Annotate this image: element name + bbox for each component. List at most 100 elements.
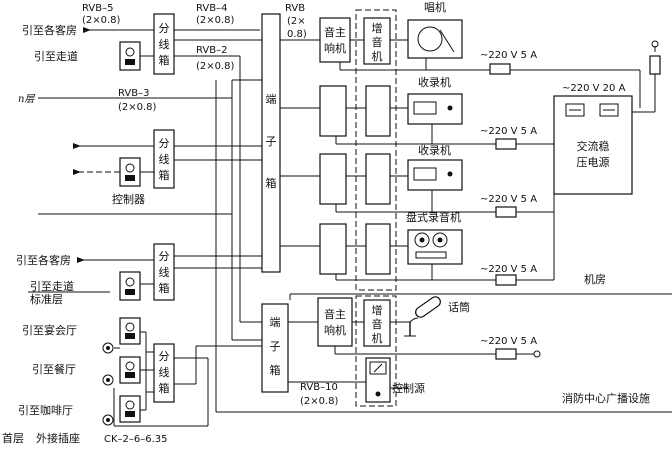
terminal-box-upper xyxy=(261,13,281,273)
dist-box-std-char-1: 分 xyxy=(159,250,170,263)
cassette-radio-icon xyxy=(407,93,463,125)
label-to-cafe: 引至咖啡厅 xyxy=(18,403,73,417)
main-amp-top-l2: 响机 xyxy=(324,41,346,55)
plug-icon xyxy=(533,350,541,358)
distribution-box-first xyxy=(153,343,175,403)
label-machine-room: 机房 xyxy=(584,272,606,286)
label-to-rooms-std: 引至各客房 xyxy=(16,253,71,267)
booster-amp-top xyxy=(363,17,391,65)
term-char-3: 箱 xyxy=(266,176,277,190)
term-char-1: 端 xyxy=(266,93,277,106)
socket-icon xyxy=(102,414,114,426)
main-amp-fire-l1: 音主 xyxy=(324,307,346,321)
label-standard-floor: 标准层 xyxy=(30,292,63,306)
cable-rvb3-spec: (2×0.8) xyxy=(118,102,157,113)
regulator-l1: 交流稳 xyxy=(577,139,610,153)
fuse-icon xyxy=(495,348,517,360)
dist-box-mid-char-1: 分 xyxy=(159,137,170,150)
dist-box-first-char-2: 线 xyxy=(159,365,170,379)
booster-fire-c1: 增 xyxy=(372,303,383,317)
cable-rvb-a: RVB xyxy=(285,3,305,14)
fuse-icon xyxy=(495,138,517,150)
label-fire-center: 消防中心广播设施 xyxy=(562,391,650,405)
lower-terminal-box: 端 子 箱 音主 响机 增 音 机 话筒 ~220 V 5 A xyxy=(215,80,672,413)
fuse-icon xyxy=(495,274,517,286)
amp-box-3 xyxy=(319,153,347,205)
label-controller: 控制器 xyxy=(112,192,145,206)
regulator-l2: 压电源 xyxy=(577,155,610,169)
label-ext-socket: 外接插座 xyxy=(36,431,80,445)
terminal-box-lower xyxy=(261,303,289,393)
phonograph-icon xyxy=(407,19,463,59)
distribution-box-n1 xyxy=(153,13,175,75)
dist-box-first-char-1: 分 xyxy=(159,350,170,363)
label-microphone: 话筒 xyxy=(448,300,470,314)
ac-regulator xyxy=(553,95,633,195)
label-to-corridor-std: 引至走道 xyxy=(30,279,74,293)
cassette-radio-icon xyxy=(407,159,463,191)
booster-top-c1: 增 xyxy=(372,21,383,35)
power-wiring: ~220 V 5 A ~220 V 5 A ~220 V 5 A ~220 V … xyxy=(289,40,672,300)
booster-fire-c2: 音 xyxy=(372,317,383,331)
label-power-4: ~220 V 5 A xyxy=(480,264,537,275)
cable-rvb4-spec: (2×0.8) xyxy=(196,15,235,26)
cable-rvb4: RVB–4 xyxy=(196,3,227,14)
label-n-floor: n层 xyxy=(18,94,35,105)
cable-rvb10-spec: (2×0.8) xyxy=(300,396,339,407)
label-first-floor: 首层 xyxy=(2,431,24,445)
amp-box-2 xyxy=(319,85,347,137)
label-to-corridor-top: 引至走道 xyxy=(34,49,78,63)
term-char-2: 子 xyxy=(266,135,277,148)
booster-rack-upper xyxy=(355,9,397,291)
cable-rvb-a-spec2: 0.8) xyxy=(287,29,307,40)
socket-icon xyxy=(102,342,114,354)
distribution-box-std xyxy=(153,243,175,301)
dist-box-char-2: 线 xyxy=(159,37,170,51)
cable-rvb10: RVB–10 xyxy=(300,382,338,393)
booster-top-c3: 机 xyxy=(372,49,383,63)
cable-rvb2-spec: (2×0.8) xyxy=(196,61,235,72)
label-ck-connector: CK–2–6–6.35 xyxy=(104,434,168,445)
dist-box-std-char-2: 线 xyxy=(159,265,170,279)
label-phonograph: 唱机 xyxy=(424,0,446,14)
amplifier-chain: 音主 响机 增 音 机 xyxy=(319,9,408,291)
first-floor-distribution: 分 线 箱 引至宴会厅 引至餐厅 引至咖啡厅 首 xyxy=(2,317,262,445)
booster-fire-c3: 机 xyxy=(372,331,383,345)
dist-box-char-1: 分 xyxy=(159,22,170,35)
term-low-char-3: 箱 xyxy=(270,363,281,377)
fuse-icon xyxy=(495,206,517,218)
dist-box-std-char-3: 箱 xyxy=(159,281,170,295)
main-amp-fire-l2: 响机 xyxy=(324,323,346,337)
booster-amp-fire xyxy=(363,299,391,347)
label-to-banquet: 引至宴会厅 xyxy=(22,323,77,337)
label-radio-1: 收录机 xyxy=(418,75,451,89)
label-to-rooms-top: 引至各客房 xyxy=(22,23,77,37)
cable-rvb2: RVB–2 xyxy=(196,45,227,56)
standard-floor-distribution: 分 线 箱 引至各客房 引至走道 标准层 xyxy=(16,243,262,306)
n-floor-distribution: 分 线 箱 引至各客房 引至走道 RVB–5 (2×0.8) RVB–4 (2×… xyxy=(18,3,262,340)
label-radio-2: 收录机 xyxy=(418,143,451,157)
label-power-1: ~220 V 5 A xyxy=(480,50,537,61)
upper-terminal-box: 端 子 箱 RVB (2× 0.8) xyxy=(261,3,320,273)
distribution-box-mid xyxy=(153,129,175,189)
main-amp-top xyxy=(319,17,351,63)
cable-rvb3: RVB–3 xyxy=(118,88,149,99)
dist-box-mid-char-2: 线 xyxy=(159,152,170,166)
term-low-char-1: 端 xyxy=(270,316,281,329)
label-power-2: ~220 V 5 A xyxy=(480,126,537,137)
socket-icon xyxy=(102,374,114,386)
main-amp-fire xyxy=(317,297,353,347)
booster-top-c2: 音 xyxy=(372,35,383,49)
label-to-restaurant: 引至餐厅 xyxy=(32,362,76,376)
sources: 唱机 收录机 收录机 盘式录音机 xyxy=(406,0,463,265)
label-control-source: 控制源 xyxy=(392,381,425,395)
cable-rvb-a-spec1: (2× xyxy=(287,16,306,27)
label-power-3: ~220 V 5 A xyxy=(480,194,537,205)
booster-box-2 xyxy=(365,85,391,137)
booster-rack-lower xyxy=(355,295,397,407)
booster-box-3 xyxy=(365,153,391,205)
cable-rvb5-spec: (2×0.8) xyxy=(82,15,121,26)
dist-box-char-3: 箱 xyxy=(159,53,170,67)
